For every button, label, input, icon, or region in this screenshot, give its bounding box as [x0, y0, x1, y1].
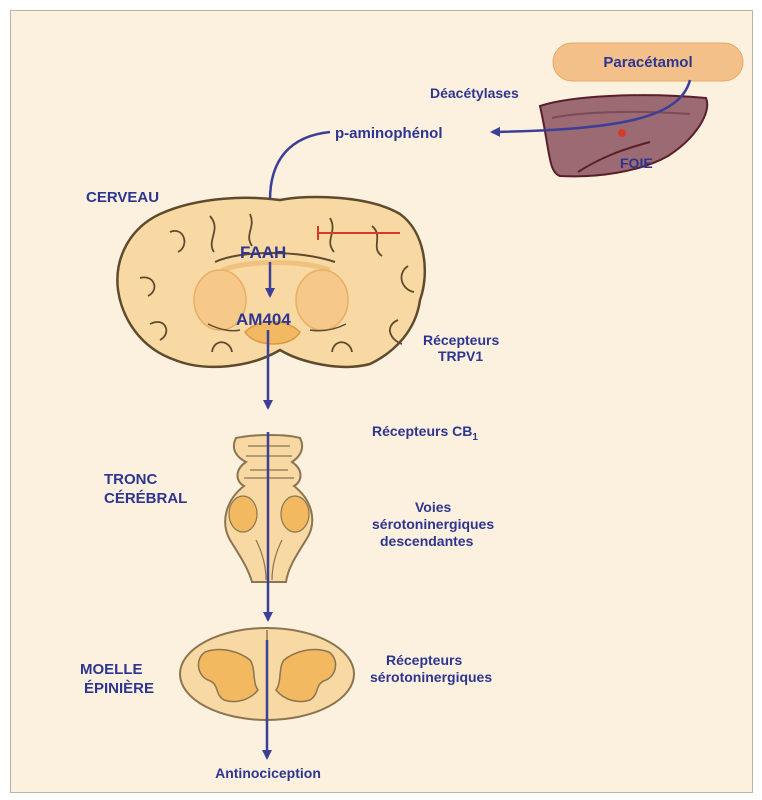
deacetylases-label: Déacétylases [430, 85, 519, 101]
cb1-label-main: Récepteurs CB [372, 423, 472, 439]
foie-label: FOIE [620, 155, 653, 171]
trpv1-label-line1: Récepteurs [423, 332, 499, 348]
moelle-label-line1: MOELLE [80, 661, 143, 678]
am404-label: AM404 [236, 310, 291, 329]
antinociception-label: Antinociception [215, 765, 321, 781]
voies-label-line1: Voies [415, 499, 452, 515]
cerveau-label: CERVEAU [86, 189, 159, 206]
recepteurs-sero-label-line2: sérotoninergiques [370, 669, 492, 685]
voies-label-line3: descendantes [380, 533, 474, 549]
voies-label-line2: sérotoninergiques [372, 516, 494, 532]
tronc-label-line1: TRONC [104, 471, 157, 488]
faah-label: FAAH [240, 243, 286, 262]
p-aminophenol-label: p-aminophénol [335, 125, 443, 142]
paracetamol-label: Paracétamol [603, 54, 692, 71]
moelle-label-line2: ÉPINIÈRE [84, 680, 154, 697]
trpv1-label-line2: TRPV1 [438, 348, 483, 364]
cb1-label-subscript: 1 [472, 432, 478, 443]
tronc-label-line2: CÉRÉBRAL [104, 490, 187, 507]
recepteurs-sero-label-line1: Récepteurs [386, 652, 462, 668]
